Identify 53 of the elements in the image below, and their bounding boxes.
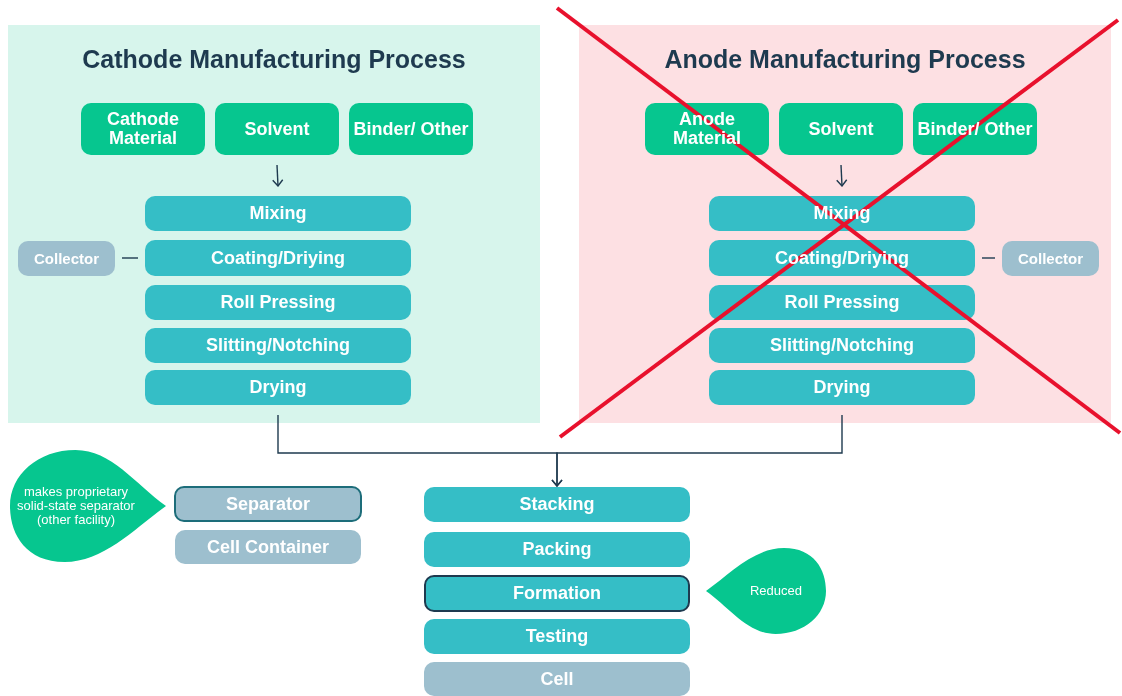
process-box [424,575,690,612]
process-box [424,662,690,696]
step-label: Collector [33,250,100,267]
process-box [175,530,361,564]
step-label: Separator [224,494,311,514]
step-label: Formation [512,584,602,603]
process-box [779,103,903,155]
step-label: Cell Container [206,537,330,557]
step-label: Slitting/Notching [769,336,915,355]
connector-arrow [272,164,284,187]
step-label: Mixing [248,204,308,223]
step-label: Cathode Material [106,110,180,148]
callout-bubble [706,548,826,634]
step-label: Packing [521,540,593,559]
process-box [174,486,362,522]
process-box [349,103,473,155]
process-box [424,532,690,567]
process-box [709,370,975,405]
step-label: Stacking [518,495,596,514]
step-label: Testing [524,627,590,646]
step-label: Roll Pressing [219,293,337,312]
process-box [145,196,411,231]
connector-arrow [551,414,843,487]
process-box [424,619,690,654]
step-label: Binder/ Other [352,119,470,139]
process-panel [8,25,540,423]
step-label: Drying [812,378,872,397]
process-box [145,328,411,363]
callout-bubble [10,450,166,562]
connector-arrow [836,164,848,187]
process-box [709,285,975,320]
process-box [145,370,411,405]
step-label: Coating/Driying [210,248,346,268]
part-box [18,241,115,276]
step-label: Solvent [807,119,875,139]
callout-text: Reduced [748,583,803,599]
callout-text: makes proprietary solid-state separator (other facility) [16,484,136,528]
step-label: Roll Pressing [783,293,901,312]
process-box [145,240,411,276]
process-box [424,487,690,522]
step-label: Slitting/Notching [205,336,351,355]
process-box [215,103,339,155]
step-label: Drying [248,378,308,397]
process-box [709,328,975,363]
panel-title: Cathode Manufacturing Process [81,45,467,74]
process-box [145,285,411,320]
panel-title: Anode Manufacturing Process [663,45,1027,74]
process-box [709,196,975,231]
part-box [1002,241,1099,276]
step-label: Cell [539,669,575,689]
step-label: Solvent [243,119,311,139]
process-box [81,103,205,155]
step-label: Collector [1017,250,1084,267]
